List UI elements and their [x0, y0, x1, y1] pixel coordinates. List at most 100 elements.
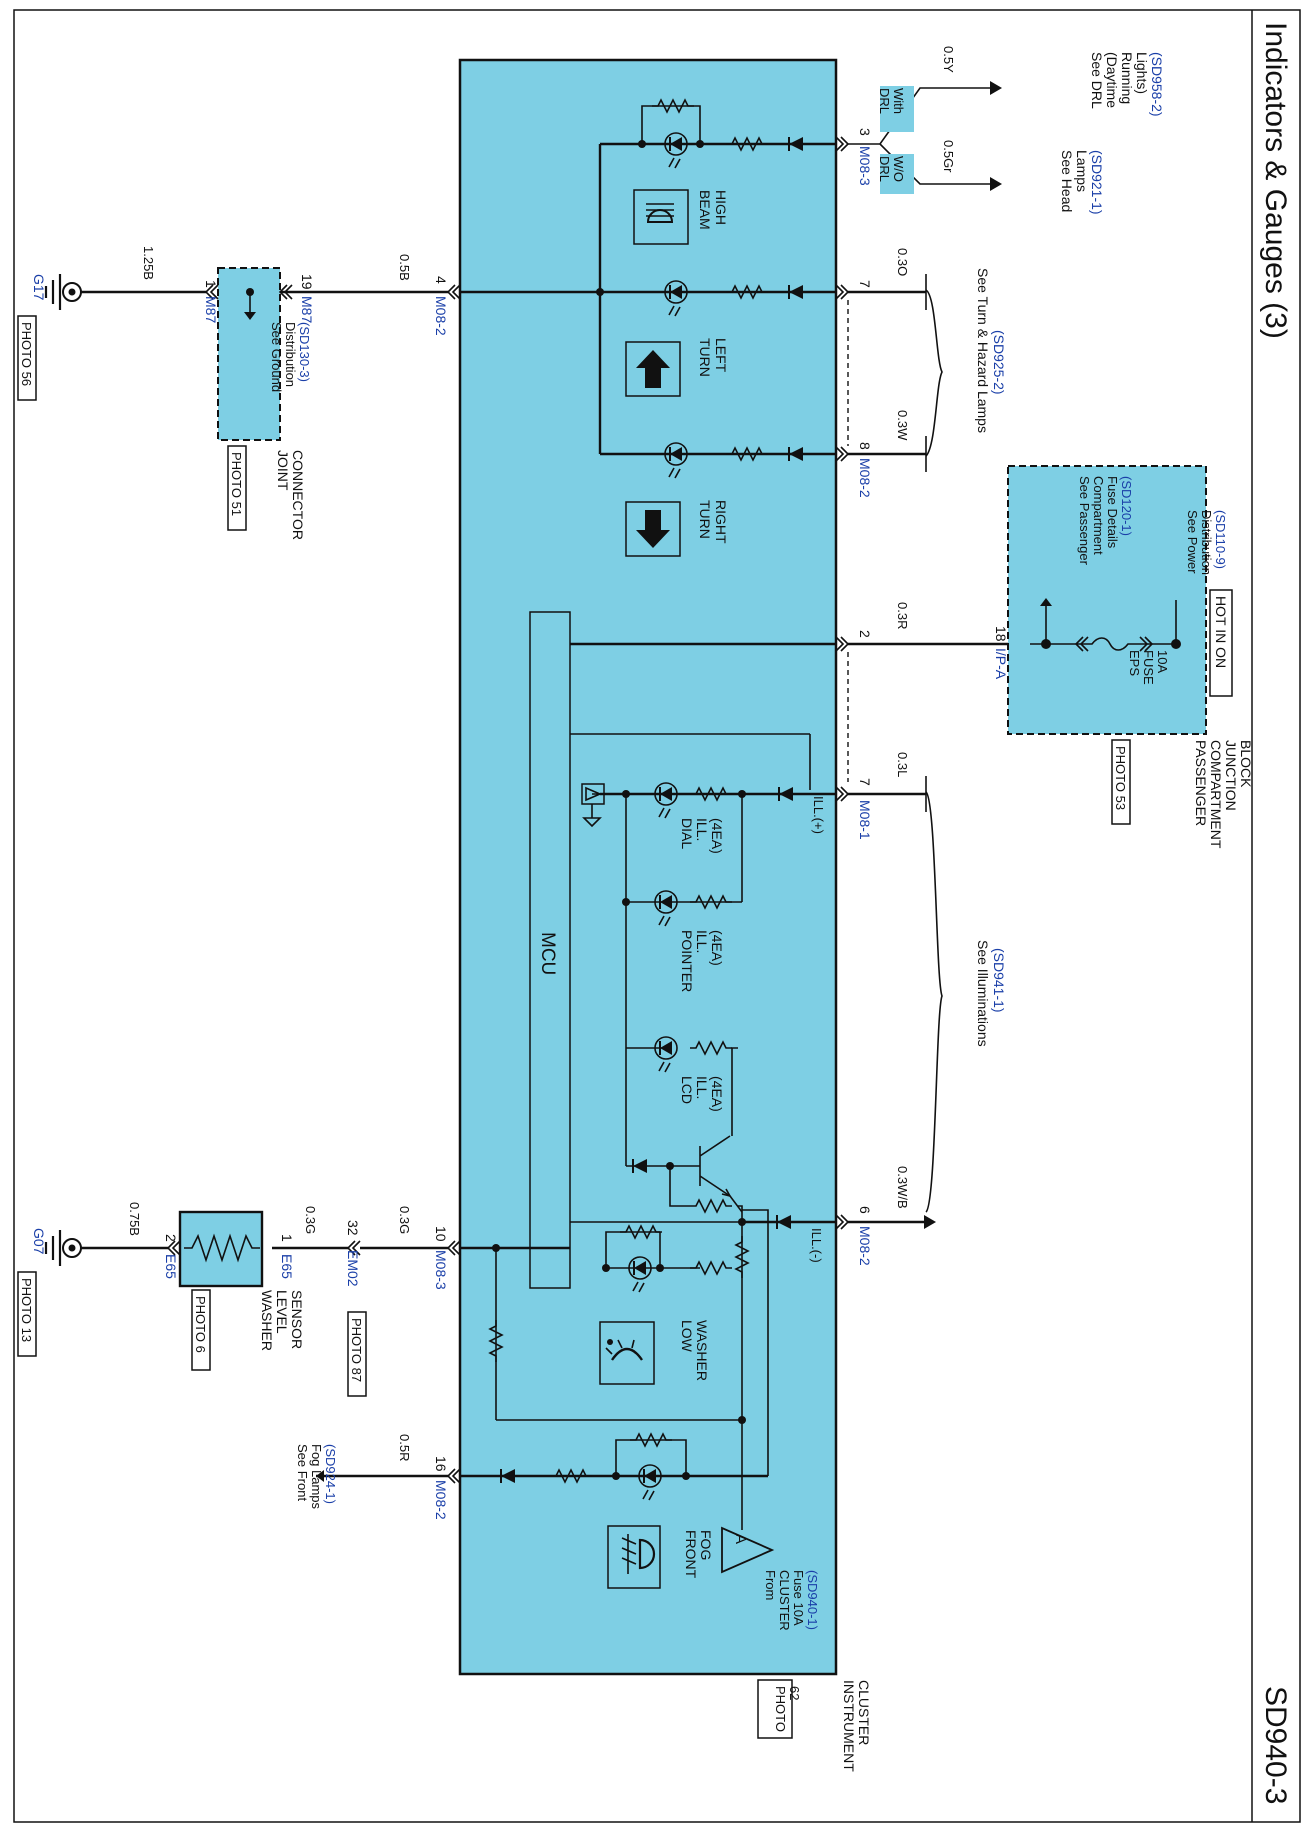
ill-see-text: See Illuminations(SD941-1): [975, 940, 1007, 1047]
ill-plus-pin: 7: [857, 778, 873, 786]
see-front-fog-text: See FrontFog Lamps(SD924-1): [295, 1444, 338, 1510]
illumination-circuit: ILL.(+) DIALILL.(4EA) POINTERILL.(4EA) L…: [581, 782, 836, 1222]
jb-pin: 18: [993, 626, 1009, 642]
front-fog-circuit: FRONTFOG A FromCLUSTERFuse 10A(SD940-1): [460, 1209, 820, 1631]
jc-pin-out: 1: [203, 280, 219, 288]
left-turn-pin: 7: [857, 280, 873, 288]
jb-name: PASSENGERCOMPARTMENTJUNCTIONBLOCK: [1193, 740, 1254, 849]
junction-block-box: [1007, 465, 1207, 735]
cluster-photo-box: [757, 1679, 793, 1739]
hot-in-on: HOT IN ON: [1213, 596, 1229, 668]
ill-plus-conn: M08-1: [857, 800, 873, 840]
ill-minus-wire: 0.3W/B: [895, 1166, 910, 1209]
see-head-lamps-text: See HeadLamps(SD921-1): [1059, 150, 1105, 215]
page-frame: [13, 9, 1301, 1823]
power-wire: 0.3R: [895, 602, 910, 629]
jc-conn-out: M87: [203, 296, 219, 323]
g07-photo-box: [17, 1271, 37, 1357]
washer-connector: M08-3: [433, 1250, 449, 1290]
cluster-fuse-text: FromCLUSTERFuse 10A(SD940-1): [763, 1570, 820, 1631]
left-turn-label: LEFTTURN: [697, 338, 729, 377]
page-title: Indicators & Gauges (3): [1259, 22, 1292, 339]
front-fog-connector: M08-2: [433, 1480, 449, 1520]
drl-wire-label: 0.5Y: [941, 46, 956, 73]
instrument-cluster-name: INSTRUMENTCLUSTER: [841, 1680, 872, 1772]
turn-circuit: LEFTTURN RIGHTTURN: [460, 280, 836, 557]
with-drl-label: WithDRL: [877, 88, 906, 114]
high-beam-label: HIGHBEAM: [697, 190, 729, 230]
front-fog-pin: 16: [433, 1456, 449, 1472]
g07-wire: 0.75B: [127, 1202, 142, 1236]
high-beam-pin: 3: [857, 128, 873, 136]
pointer-ill-label: POINTERILL.(4EA): [679, 930, 725, 992]
sensor-photo: PHOTO 6: [193, 1296, 208, 1353]
cluster-fuse-symbol: A: [732, 1534, 749, 1544]
sensor-wire: 0.3G: [303, 1206, 318, 1234]
jc-photo: PHOTO 51: [229, 452, 244, 516]
sensor-pin-in: 1: [279, 1234, 295, 1242]
with-drl-box: [880, 86, 914, 132]
cluster-photo: PHOTO62: [773, 1686, 802, 1732]
mcu-box: [529, 611, 571, 1289]
joint-connector-box: [217, 267, 281, 441]
eps-fuse-text: EPSFUSE10A: [1127, 650, 1170, 685]
jc-conn-in: M87: [299, 296, 315, 323]
em02-photo: PHOTO 87: [349, 1318, 364, 1382]
left-turn-icon: [625, 341, 681, 397]
low-washer-circuit: LOWWASHER: [460, 1221, 749, 1530]
hot-in-on-box: [1209, 589, 1233, 697]
g17-wire: 1.25B: [141, 246, 156, 280]
em02-pin: 32: [345, 1220, 361, 1236]
see-pc-text: See PassengerCompartmentFuse Details(SD1…: [1077, 476, 1134, 566]
washer-wire: 0.3G: [397, 1206, 412, 1234]
jc-pin-in: 19: [299, 274, 315, 290]
ill-minus-conn: M08-2: [857, 1226, 873, 1266]
g07-id: G07: [31, 1228, 47, 1255]
low-washer-label: LOWWASHER: [679, 1320, 710, 1381]
g07-photo: PHOTO 13: [19, 1278, 34, 1342]
head-wire-label: 0.5Gr: [941, 140, 956, 173]
jb-photo-box: [1111, 739, 1131, 825]
jc-see-text: See GroundDistribution(SD130-3): [269, 322, 312, 392]
sensor-pin-out: 2: [163, 1234, 179, 1242]
page-code: SD940-3: [1259, 1686, 1292, 1804]
washer-level-sensor-box: [178, 1210, 264, 1288]
ill-plus-wire: 0.3L: [895, 752, 910, 777]
front-fog-wire: 0.5R: [397, 1434, 412, 1461]
sensor-conn-in: E65: [279, 1254, 295, 1279]
g17-photo-box: [17, 315, 37, 401]
power-pin: 2: [857, 630, 873, 638]
left-turn-wire: 0.3O: [895, 248, 910, 276]
right-turn-pin: 8: [857, 442, 873, 450]
jb-conn: I/P-A: [993, 648, 1009, 680]
lcd-ill-label: LCDILL.(4EA): [679, 1076, 725, 1112]
ground-main-pin: 4: [433, 276, 449, 284]
right-turn-label: RIGHTTURN: [697, 500, 729, 544]
jc-name: JOINTCONNECTOR: [275, 450, 306, 540]
front-fog-label: FRONTFOG: [683, 1530, 714, 1579]
ill-minus-pin: 6: [857, 1206, 873, 1214]
right-turn-connector: M08-2: [857, 458, 873, 498]
ground-main-connector: M08-2: [433, 296, 449, 336]
g17-photo: PHOTO 56: [19, 322, 34, 386]
right-turn-icon: [625, 501, 681, 557]
high-beam-connector: M08-3: [857, 146, 873, 186]
right-turn-wire: 0.3W: [895, 410, 910, 441]
high-beam-circuit: HIGHBEAM: [598, 99, 836, 454]
g17-id: G17: [31, 274, 47, 301]
high-beam-icon: [633, 189, 689, 245]
low-washer-icon: [599, 1321, 655, 1385]
sensor-conn-out: E65: [163, 1254, 179, 1279]
ground-main-wire: 0.5B: [397, 254, 412, 281]
wo-drl-label: W/ODRL: [877, 156, 906, 182]
dial-ill-label: DIALILL.(4EA): [679, 818, 725, 854]
em02-conn: EM02: [345, 1250, 361, 1287]
front-fog-icon: [607, 1525, 661, 1589]
sensor-photo-box: [191, 1289, 211, 1371]
ill-plus-label: ILL.(+): [811, 796, 826, 834]
see-power-text: See PowerDistribution(SD110-9): [1185, 510, 1228, 575]
washer-pin: 10: [433, 1226, 449, 1242]
ill-minus-label: ILL.(-): [809, 1228, 824, 1263]
washer-level-sensor-name: WASHERLEVELSENSOR: [259, 1290, 305, 1351]
